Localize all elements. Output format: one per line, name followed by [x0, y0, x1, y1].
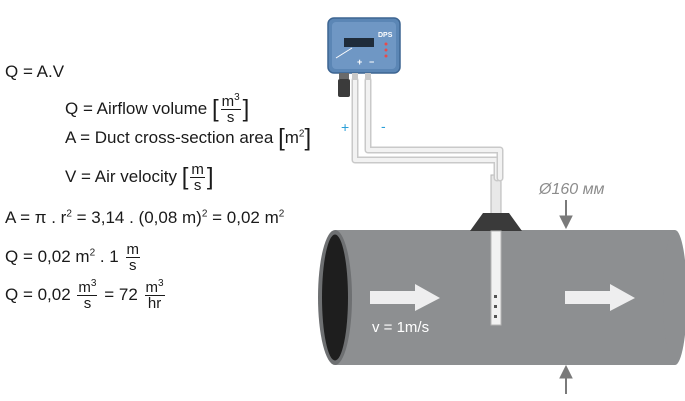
duct-end	[663, 230, 685, 365]
duct-diameter-label: Ø160 мм	[539, 181, 605, 198]
probe-hole	[494, 305, 497, 308]
cable-gland	[338, 79, 350, 97]
formula-area-calc: A = π . r2 = 3,14 . (0,08 m)2 = 0,02 m2	[5, 208, 285, 227]
plus-tube-label: +	[341, 119, 350, 135]
probe-lower-shaft	[490, 230, 502, 326]
flow-arrow-icon	[565, 284, 635, 311]
device-display	[344, 38, 374, 47]
probe-hole	[494, 315, 497, 318]
formula-a-definition: A = Duct cross-section area [m2]	[65, 124, 312, 152]
formula-main: Q = A.V	[5, 62, 65, 81]
pressure-port	[365, 73, 371, 80]
dps-transmitter	[327, 17, 401, 97]
device-logo-stroke	[335, 47, 353, 59]
device-brand-label: DPS	[378, 32, 393, 39]
duct-opening	[322, 234, 348, 361]
pressure-port	[352, 73, 358, 80]
device-led	[384, 42, 388, 46]
pressure-tubes	[351, 76, 504, 182]
flow-arrow-icon	[370, 284, 440, 311]
device-led	[384, 54, 388, 58]
probe-mount-flange	[470, 213, 522, 231]
device-minus-label: −	[369, 57, 375, 67]
device-plus-label: +	[357, 57, 363, 67]
velocity-label: v = 1m/s	[372, 319, 430, 336]
probe-hole	[494, 295, 497, 298]
minus-tube-label: -	[381, 118, 386, 134]
diameter-arrows	[559, 200, 573, 394]
cable-gland	[339, 73, 349, 79]
device-led	[384, 48, 388, 52]
